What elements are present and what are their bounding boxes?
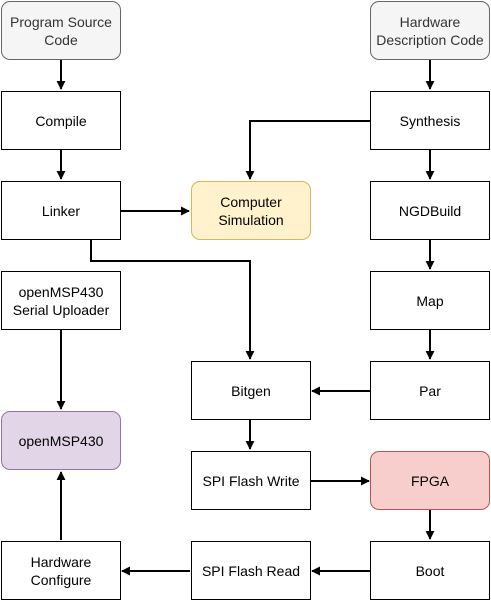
bitgen-node: Bitgen — [191, 361, 311, 420]
ngdbuild-node: NGDBuild — [370, 181, 490, 240]
program-source-node: Program Source Code — [1, 1, 121, 60]
hardware-description-node: Hardware Description Code — [370, 1, 490, 60]
linker-node: Linker — [1, 181, 121, 240]
hardware-configure-node: Hardware Configure — [1, 541, 121, 600]
computer-simulation-node: Computer Simulation — [191, 181, 311, 240]
spi-flash-read-node: SPI Flash Read — [191, 541, 311, 600]
fpga-node: FPGA — [370, 451, 490, 510]
map-node: Map — [370, 271, 490, 330]
arrow-synthesis-to-simulation — [245, 120, 370, 180]
synthesis-node: Synthesis — [370, 91, 490, 150]
boot-node: Boot — [370, 541, 490, 600]
openmsp430-node: openMSP430 — [1, 411, 121, 470]
compile-node: Compile — [1, 91, 121, 150]
spi-flash-write-node: SPI Flash Write — [191, 451, 311, 510]
par-node: Par — [370, 361, 490, 420]
uploader-node: openMSP430 Serial Uploader — [1, 271, 121, 330]
arrow-linker-to-bitgen — [90, 240, 255, 360]
